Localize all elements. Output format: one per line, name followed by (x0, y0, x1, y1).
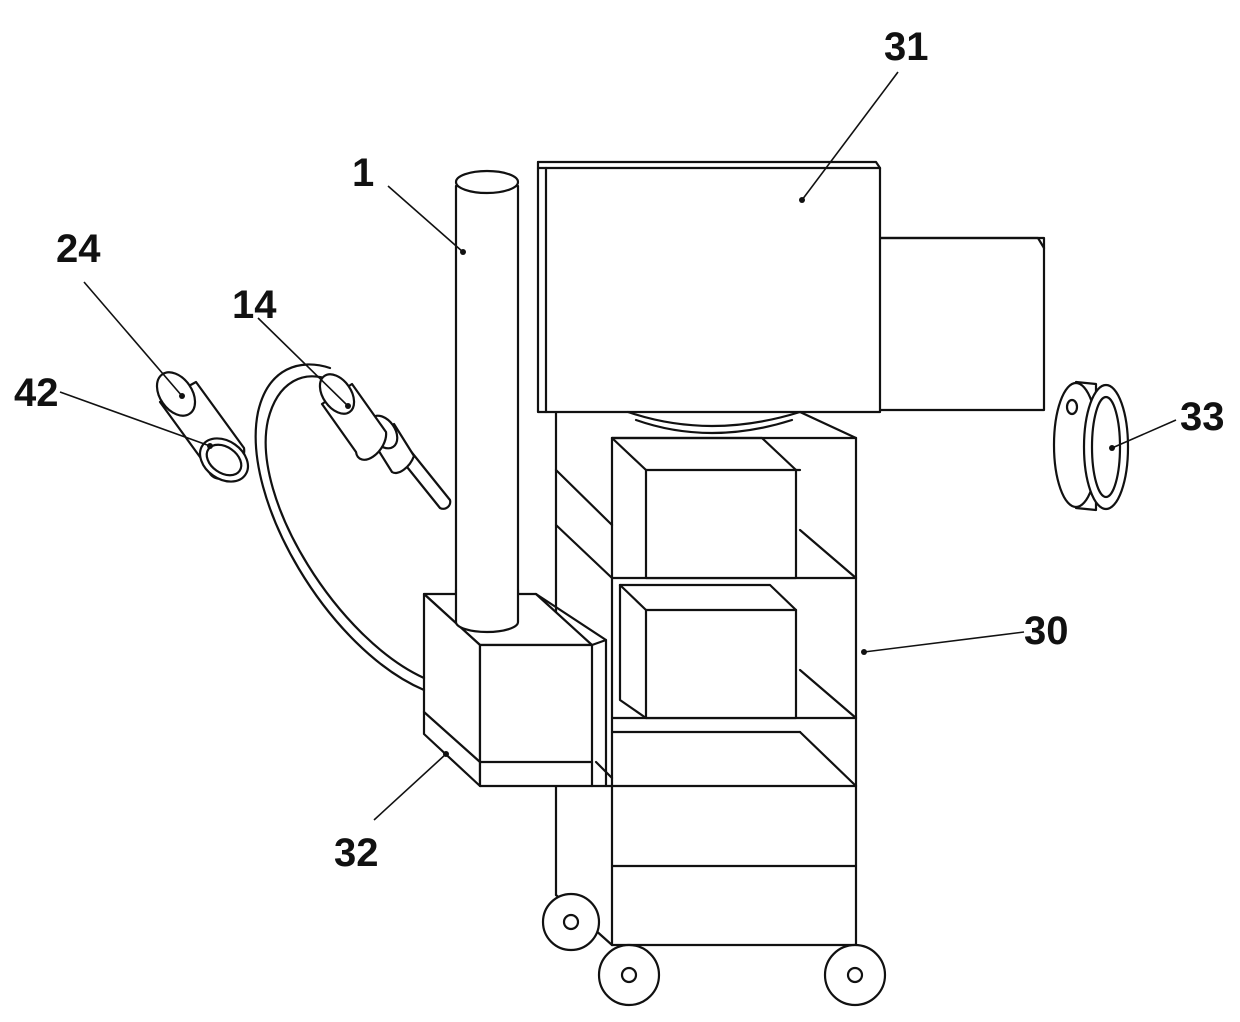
leader-30 (864, 632, 1024, 652)
label-14: 14 (232, 283, 277, 327)
leader-24 (84, 282, 182, 396)
label-30: 30 (1024, 609, 1069, 653)
display-unit (538, 162, 1044, 433)
leader-14 (258, 318, 348, 406)
base-box (424, 590, 612, 786)
handpiece (313, 368, 450, 509)
label-31: 31 (884, 25, 929, 69)
label-42: 42 (14, 371, 59, 415)
label-24: 24 (56, 227, 101, 271)
label-33: 33 (1180, 395, 1225, 439)
wheel-front-left (599, 945, 659, 1005)
leader-1 (388, 186, 463, 252)
cap-tube (149, 365, 256, 490)
wheel-back (543, 894, 599, 950)
label-1: 1 (352, 151, 374, 195)
label-32: 32 (334, 831, 379, 875)
vertical-pole (456, 171, 518, 632)
middle-box (620, 585, 796, 718)
leader-32 (374, 754, 446, 820)
upper-box (612, 438, 800, 578)
wheel-front-right (825, 945, 885, 1005)
